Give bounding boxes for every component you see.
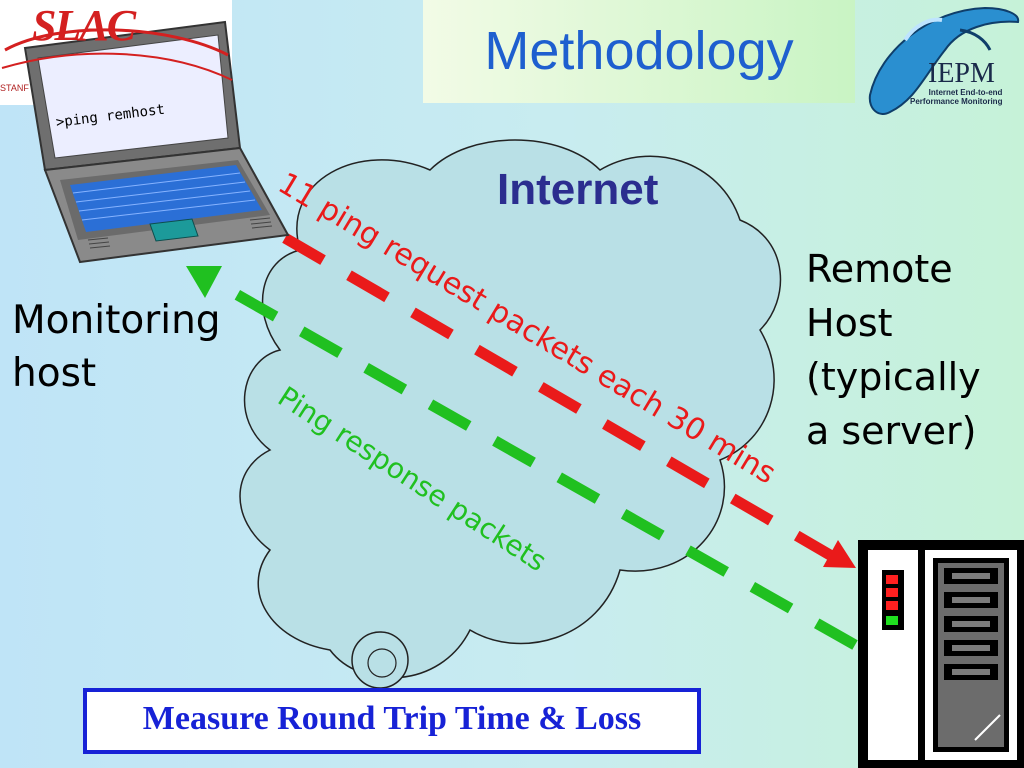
footer-box-text: Measure Round Trip Time & Loss [142,700,642,737]
iepm-logo-text: IEPM [928,58,995,89]
remote-host-label: Remote Host (typically a server) [806,242,981,458]
monitoring-host-label: Monitoring host [12,294,221,400]
response-arrow [186,266,858,650]
iepm-logo-subtitle: Internet End-to-end Performance Monitori… [910,88,1002,106]
remote-host-line3: (typically [806,355,981,399]
remote-host-line2: Host [806,301,893,345]
title-banner [423,0,855,103]
slac-logo-subtitle: STANF [0,83,29,93]
slac-logo-text: SLAC [32,1,136,50]
iepm-dolphin-logo [868,6,1020,115]
remote-host-line4: a server) [806,409,977,453]
iepm-sub-line2: Performance Monitoring [910,97,1003,106]
cloud-label: Internet [497,165,659,214]
monitoring-host-line1: Monitoring [12,298,221,343]
server-icon [858,540,1024,768]
remote-host-line1: Remote [806,247,953,291]
laptop-icon [23,20,290,264]
monitoring-host-line2: host [12,351,97,396]
request-arrow [282,233,856,568]
footer-box [83,688,701,754]
page-title: Methodology [484,21,794,81]
cloud-icon [239,139,782,689]
iepm-sub-line1: Internet End-to-end [928,88,1003,97]
slac-logo [1,28,233,81]
